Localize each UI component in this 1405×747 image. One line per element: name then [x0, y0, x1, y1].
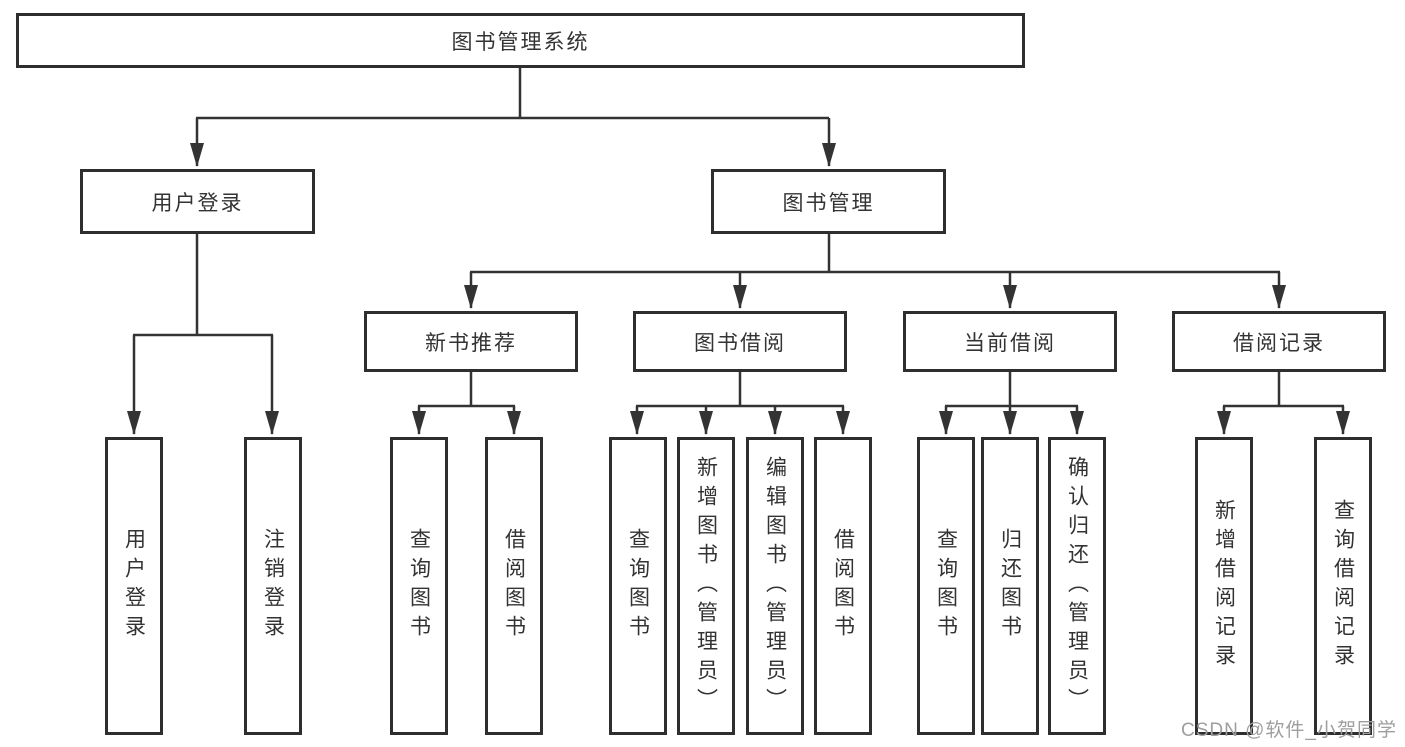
leaf-add-book-admin-label: 新增图书（管理员）: [694, 455, 718, 717]
leaf-query-books-borrow: 查询图书: [609, 437, 667, 735]
leaf-borrow-books-recommend: 借阅图书: [485, 437, 543, 735]
node-current-borrow: 当前借阅: [903, 311, 1117, 372]
node-book-management-label: 图书管理: [782, 191, 875, 215]
leaf-add-borrow-record-label: 新增借阅记录: [1212, 499, 1236, 673]
leaf-confirm-return-admin-label: 确认归还（管理员）: [1065, 455, 1089, 717]
node-book-borrow: 图书借阅: [633, 311, 847, 372]
node-root-system: 图书管理系统: [16, 13, 1025, 68]
node-user-login: 用户登录: [80, 169, 315, 234]
leaf-borrow-books-recommend-label: 借阅图书: [502, 528, 526, 644]
connector-current-branch: [939, 369, 1084, 435]
leaf-query-books-current: 查询图书: [917, 437, 975, 735]
leaf-return-books: 归还图书: [981, 437, 1039, 735]
node-new-book-recommend-label: 新书推荐: [425, 331, 517, 355]
leaf-add-book-admin: 新增图书（管理员）: [677, 437, 735, 735]
leaf-query-books-borrow-label: 查询图书: [626, 528, 650, 644]
node-borrow-records: 借阅记录: [1172, 311, 1386, 372]
leaf-query-books-current-label: 查询图书: [934, 528, 958, 644]
connector-book-mgmt-to-level3: [464, 233, 1286, 309]
node-book-management: 图书管理: [711, 169, 946, 234]
leaf-user-login: 用户登录: [105, 437, 163, 735]
leaf-query-books-recommend: 查询图书: [390, 437, 448, 735]
node-root-label: 图书管理系统: [451, 30, 590, 54]
connector-root-to-level2: [190, 66, 836, 167]
leaf-query-borrow-record-label: 查询借阅记录: [1331, 499, 1355, 673]
connector-records-branch: [1217, 369, 1350, 435]
node-user-login-label: 用户登录: [151, 191, 244, 215]
connector-newbook-branch: [412, 369, 521, 435]
connector-borrow-branch: [630, 369, 850, 435]
csdn-watermark: CSDN @软件_小贺同学: [1181, 720, 1397, 741]
connector-user-login-branch: [127, 233, 279, 435]
leaf-confirm-return-admin: 确认归还（管理员）: [1048, 437, 1106, 735]
leaf-user-login-label: 用户登录: [122, 528, 146, 644]
leaf-return-books-label: 归还图书: [998, 528, 1022, 644]
leaf-query-books-recommend-label: 查询图书: [407, 528, 431, 644]
leaf-add-borrow-record: 新增借阅记录: [1195, 437, 1253, 735]
node-new-book-recommend: 新书推荐: [364, 311, 578, 372]
node-current-borrow-label: 当前借阅: [964, 331, 1056, 355]
leaf-logout-label: 注销登录: [261, 528, 285, 644]
leaf-borrow-books-label: 借阅图书: [831, 528, 855, 644]
leaf-edit-book-admin-label: 编辑图书（管理员）: [763, 455, 787, 717]
leaf-logout: 注销登录: [244, 437, 302, 735]
node-borrow-records-label: 借阅记录: [1233, 331, 1325, 355]
leaf-edit-book-admin: 编辑图书（管理员）: [746, 437, 804, 735]
node-book-borrow-label: 图书借阅: [694, 331, 786, 355]
leaf-borrow-books: 借阅图书: [814, 437, 872, 735]
leaf-query-borrow-record: 查询借阅记录: [1314, 437, 1372, 735]
